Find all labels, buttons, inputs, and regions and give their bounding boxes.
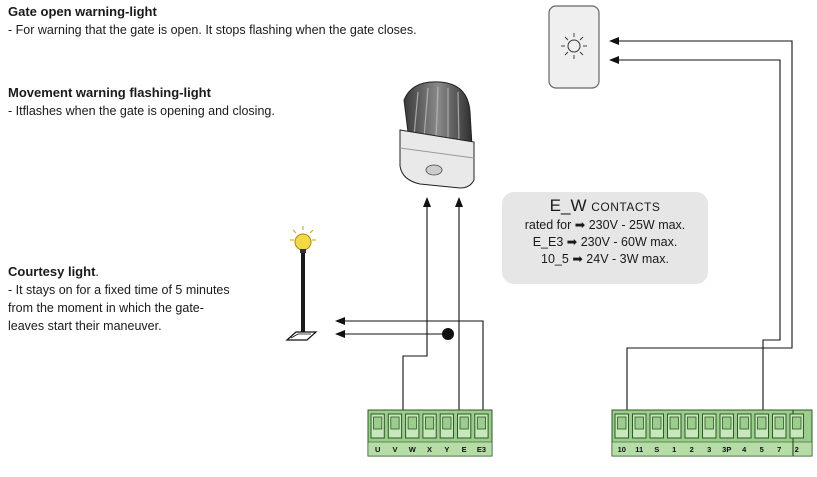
right-terminal-screw-5: [704, 416, 714, 430]
right-terminal-screw-2: [652, 416, 662, 430]
right-terminal-label-5: 3: [707, 445, 711, 454]
contacts-heading: E_W CONTACTS: [502, 197, 708, 216]
left-terminal-label-1: V: [392, 445, 397, 454]
courtesy-light-desc-2: from the moment in which the gate-: [8, 301, 204, 315]
left-terminal-screw-1: [390, 416, 400, 430]
right-terminal-label-10: 2: [795, 445, 799, 454]
movement-flashing-lamp-icon: [399, 81, 475, 189]
courtesy-light-title: Courtesy light: [8, 264, 96, 279]
contacts-line-3: 10_5 ➡ 24V - 3W max.: [502, 251, 708, 268]
right-terminal-label-2: S: [654, 445, 659, 454]
contacts-line-1-prefix: rated for: [524, 218, 572, 232]
left-terminal-screw-6: [476, 416, 486, 430]
wires: [335, 37, 793, 420]
contacts-line-2: E_E3 ➡ 230V - 60W max.: [502, 234, 708, 251]
left-terminal-screw-3: [424, 416, 435, 430]
contacts-heading-small: CONTACTS: [591, 200, 661, 214]
right-arrow-icon: ➡: [574, 218, 586, 232]
right-terminal-screw-10: [792, 416, 802, 430]
gate-open-light-title: Gate open warning-light: [8, 4, 157, 19]
contacts-rating-box: E_W CONTACTS rated for ➡ 230V - 25W max.…: [502, 192, 708, 284]
gate-open-light-desc: - For warning that the gate is open. It …: [8, 23, 417, 37]
courtesy-light-info: Courtesy light. - It stays on for a fixe…: [8, 263, 230, 335]
movement-light-info: Movement warning flashing-light - Itflas…: [8, 84, 275, 120]
terminal-screws-left: [370, 413, 489, 439]
right-terminal-screw-1: [634, 416, 644, 430]
junction-node: [442, 328, 454, 340]
gate-open-light-info: Gate open warning-light - For warning th…: [8, 3, 417, 39]
courtesy-light-desc-3: leaves start their maneuver.: [8, 319, 162, 333]
right-terminal-label-3: 1: [672, 445, 676, 454]
left-terminal-screw-5: [459, 416, 469, 430]
left-terminal-label-6: E3: [477, 445, 486, 454]
right-terminal-label-9: 7: [777, 445, 781, 454]
right-terminal-screw-7: [739, 416, 749, 430]
right-arrow-icon: ➡: [566, 235, 578, 249]
contacts-line-3-value: 24V - 3W max.: [586, 252, 669, 266]
left-terminal-label-2: W: [409, 445, 417, 454]
right-terminal-screw-3: [669, 416, 679, 430]
terminal-screws-right: [614, 413, 804, 439]
left-terminal-screw-2: [407, 416, 417, 430]
terminal-labels-left: U V W X Y E E3: [375, 445, 486, 454]
right-terminal-label-8: 5: [760, 445, 764, 454]
gate-open-warning-light-icon: [548, 5, 600, 89]
right-terminal-label-7: 4: [742, 445, 747, 454]
right-terminal-screw-6: [722, 416, 732, 430]
left-terminal-label-0: U: [375, 445, 380, 454]
contacts-line-2-value: 230V - 60W max.: [580, 235, 678, 249]
right-terminal-screw-0: [617, 416, 627, 430]
right-terminal-label-4: 2: [690, 445, 694, 454]
courtesy-light-desc-1: - It stays on for a fixed time of 5 minu…: [8, 283, 230, 297]
courtesy-light-title-suffix: .: [95, 265, 99, 279]
contacts-line-3-prefix: 10_5: [541, 252, 569, 266]
contacts-line-1-value: 230V - 25W max.: [588, 218, 686, 232]
right-terminal-screw-9: [774, 416, 784, 430]
courtesy-light-icon: [285, 226, 318, 341]
right-terminal-label-6: 3P: [722, 445, 731, 454]
terminal-block-left: U V W X Y E E3: [367, 409, 493, 457]
terminal-block-right: 10 11 S 1 2 3 3P 4 5 7 2: [611, 409, 813, 457]
movement-light-desc: - Itflashes when the gate is opening and…: [8, 104, 275, 118]
right-terminal-label-1: 11: [635, 445, 643, 454]
contacts-line-2-prefix: E_E3: [532, 235, 564, 249]
left-terminal-label-5: E: [462, 445, 467, 454]
movement-light-title: Movement warning flashing-light: [8, 85, 211, 100]
left-terminal-label-4: Y: [444, 445, 449, 454]
left-terminal-screw-4: [442, 416, 452, 430]
left-terminal-screw-0: [373, 416, 383, 430]
left-terminal-label-3: X: [427, 445, 432, 454]
contacts-line-1: rated for ➡ 230V - 25W max.: [502, 217, 708, 234]
right-terminal-label-0: 10: [618, 445, 626, 454]
right-terminal-screw-4: [687, 416, 697, 430]
terminal-labels-right: 10 11 S 1 2 3 3P 4 5 7 2: [618, 445, 799, 454]
right-arrow-icon: ➡: [572, 252, 583, 266]
contacts-heading-main: E_W: [549, 196, 587, 215]
right-terminal-screw-8: [757, 416, 767, 430]
